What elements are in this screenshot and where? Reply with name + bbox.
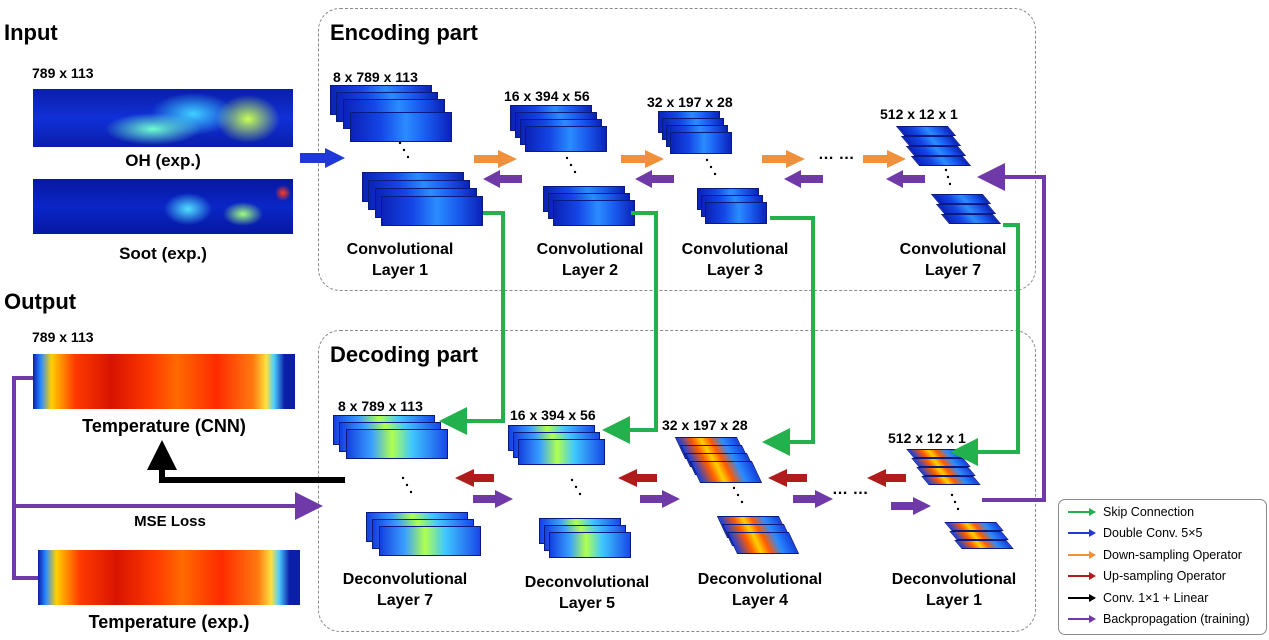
legend-double-conv-arrow-icon — [1068, 529, 1096, 537]
backprop-path — [12, 163, 1046, 580]
decoder-dims-7: 8 x 789 x 113 — [338, 398, 423, 414]
encoder-dims-1: 8 x 789 x 113 — [333, 69, 418, 85]
oh-image — [33, 89, 293, 147]
decoder-dims-5: 16 x 394 x 56 — [510, 407, 596, 423]
soot-label: Soot (exp.) — [119, 244, 207, 263]
legend-skip: Skip Connection — [1067, 505, 1194, 519]
legend-down-arrow-icon — [1068, 551, 1096, 559]
encoding-title: Encoding part — [330, 20, 478, 45]
output-title: Output — [4, 289, 77, 314]
oh-label: OH (exp.) — [125, 151, 201, 170]
legend-up: Up-sampling Operator — [1067, 569, 1226, 583]
legend-down: Down-sampling Operator — [1067, 548, 1242, 562]
output-dims: 789 x 113 — [32, 329, 94, 345]
encoder-ellipsis: … … — [818, 146, 855, 163]
mse-loss-label: MSE Loss — [134, 513, 206, 530]
legend-double-conv: Double Conv. 5×5 — [1067, 526, 1203, 540]
decoder-backprop-arrows — [473, 490, 931, 515]
encoder-backprop-arrows — [483, 170, 925, 188]
double-conv-arrow — [300, 148, 345, 168]
skip-connections — [439, 211, 1020, 466]
input-dims: 789 x 113 — [32, 65, 94, 81]
temp-exp-label: Temperature (exp.) — [88, 612, 250, 632]
soot-image — [33, 179, 293, 234]
legend-up-arrow-icon — [1068, 572, 1096, 580]
stack-dots — [398, 141, 960, 511]
temp-cnn-image — [33, 354, 295, 409]
encoder-dims-3: 32 x 197 x 28 — [647, 94, 733, 110]
legend-backprop: Backpropagation (training) — [1067, 612, 1250, 626]
input-title: Input — [4, 20, 58, 45]
legend-backprop-arrow-icon — [1068, 615, 1096, 623]
encoder-dims-7: 512 x 12 x 1 — [880, 106, 958, 122]
encoder-dims-2: 16 x 394 x 56 — [504, 88, 590, 104]
legend-linear-arrow-icon — [1068, 594, 1096, 602]
legend-linear: Conv. 1×1 + Linear — [1067, 591, 1208, 605]
temp-exp-image — [38, 550, 300, 605]
temp-cnn-label: Temperature (CNN) — [82, 416, 246, 436]
linear-arrow — [147, 440, 345, 483]
up-sampling-arrows — [455, 469, 906, 487]
decoder-ellipsis: … … — [832, 481, 869, 498]
encoding-section — [318, 8, 1036, 291]
legend: Skip Connection Double Conv. 5×5 Down-sa… — [1058, 499, 1267, 635]
legend-skip-arrow-icon — [1068, 508, 1096, 516]
decoder-dims-1: 512 x 12 x 1 — [888, 430, 966, 446]
down-sampling-arrows — [474, 150, 906, 168]
decoder-dims-4: 32 x 197 x 28 — [662, 417, 748, 433]
decoding-title: Decoding part — [330, 342, 478, 367]
